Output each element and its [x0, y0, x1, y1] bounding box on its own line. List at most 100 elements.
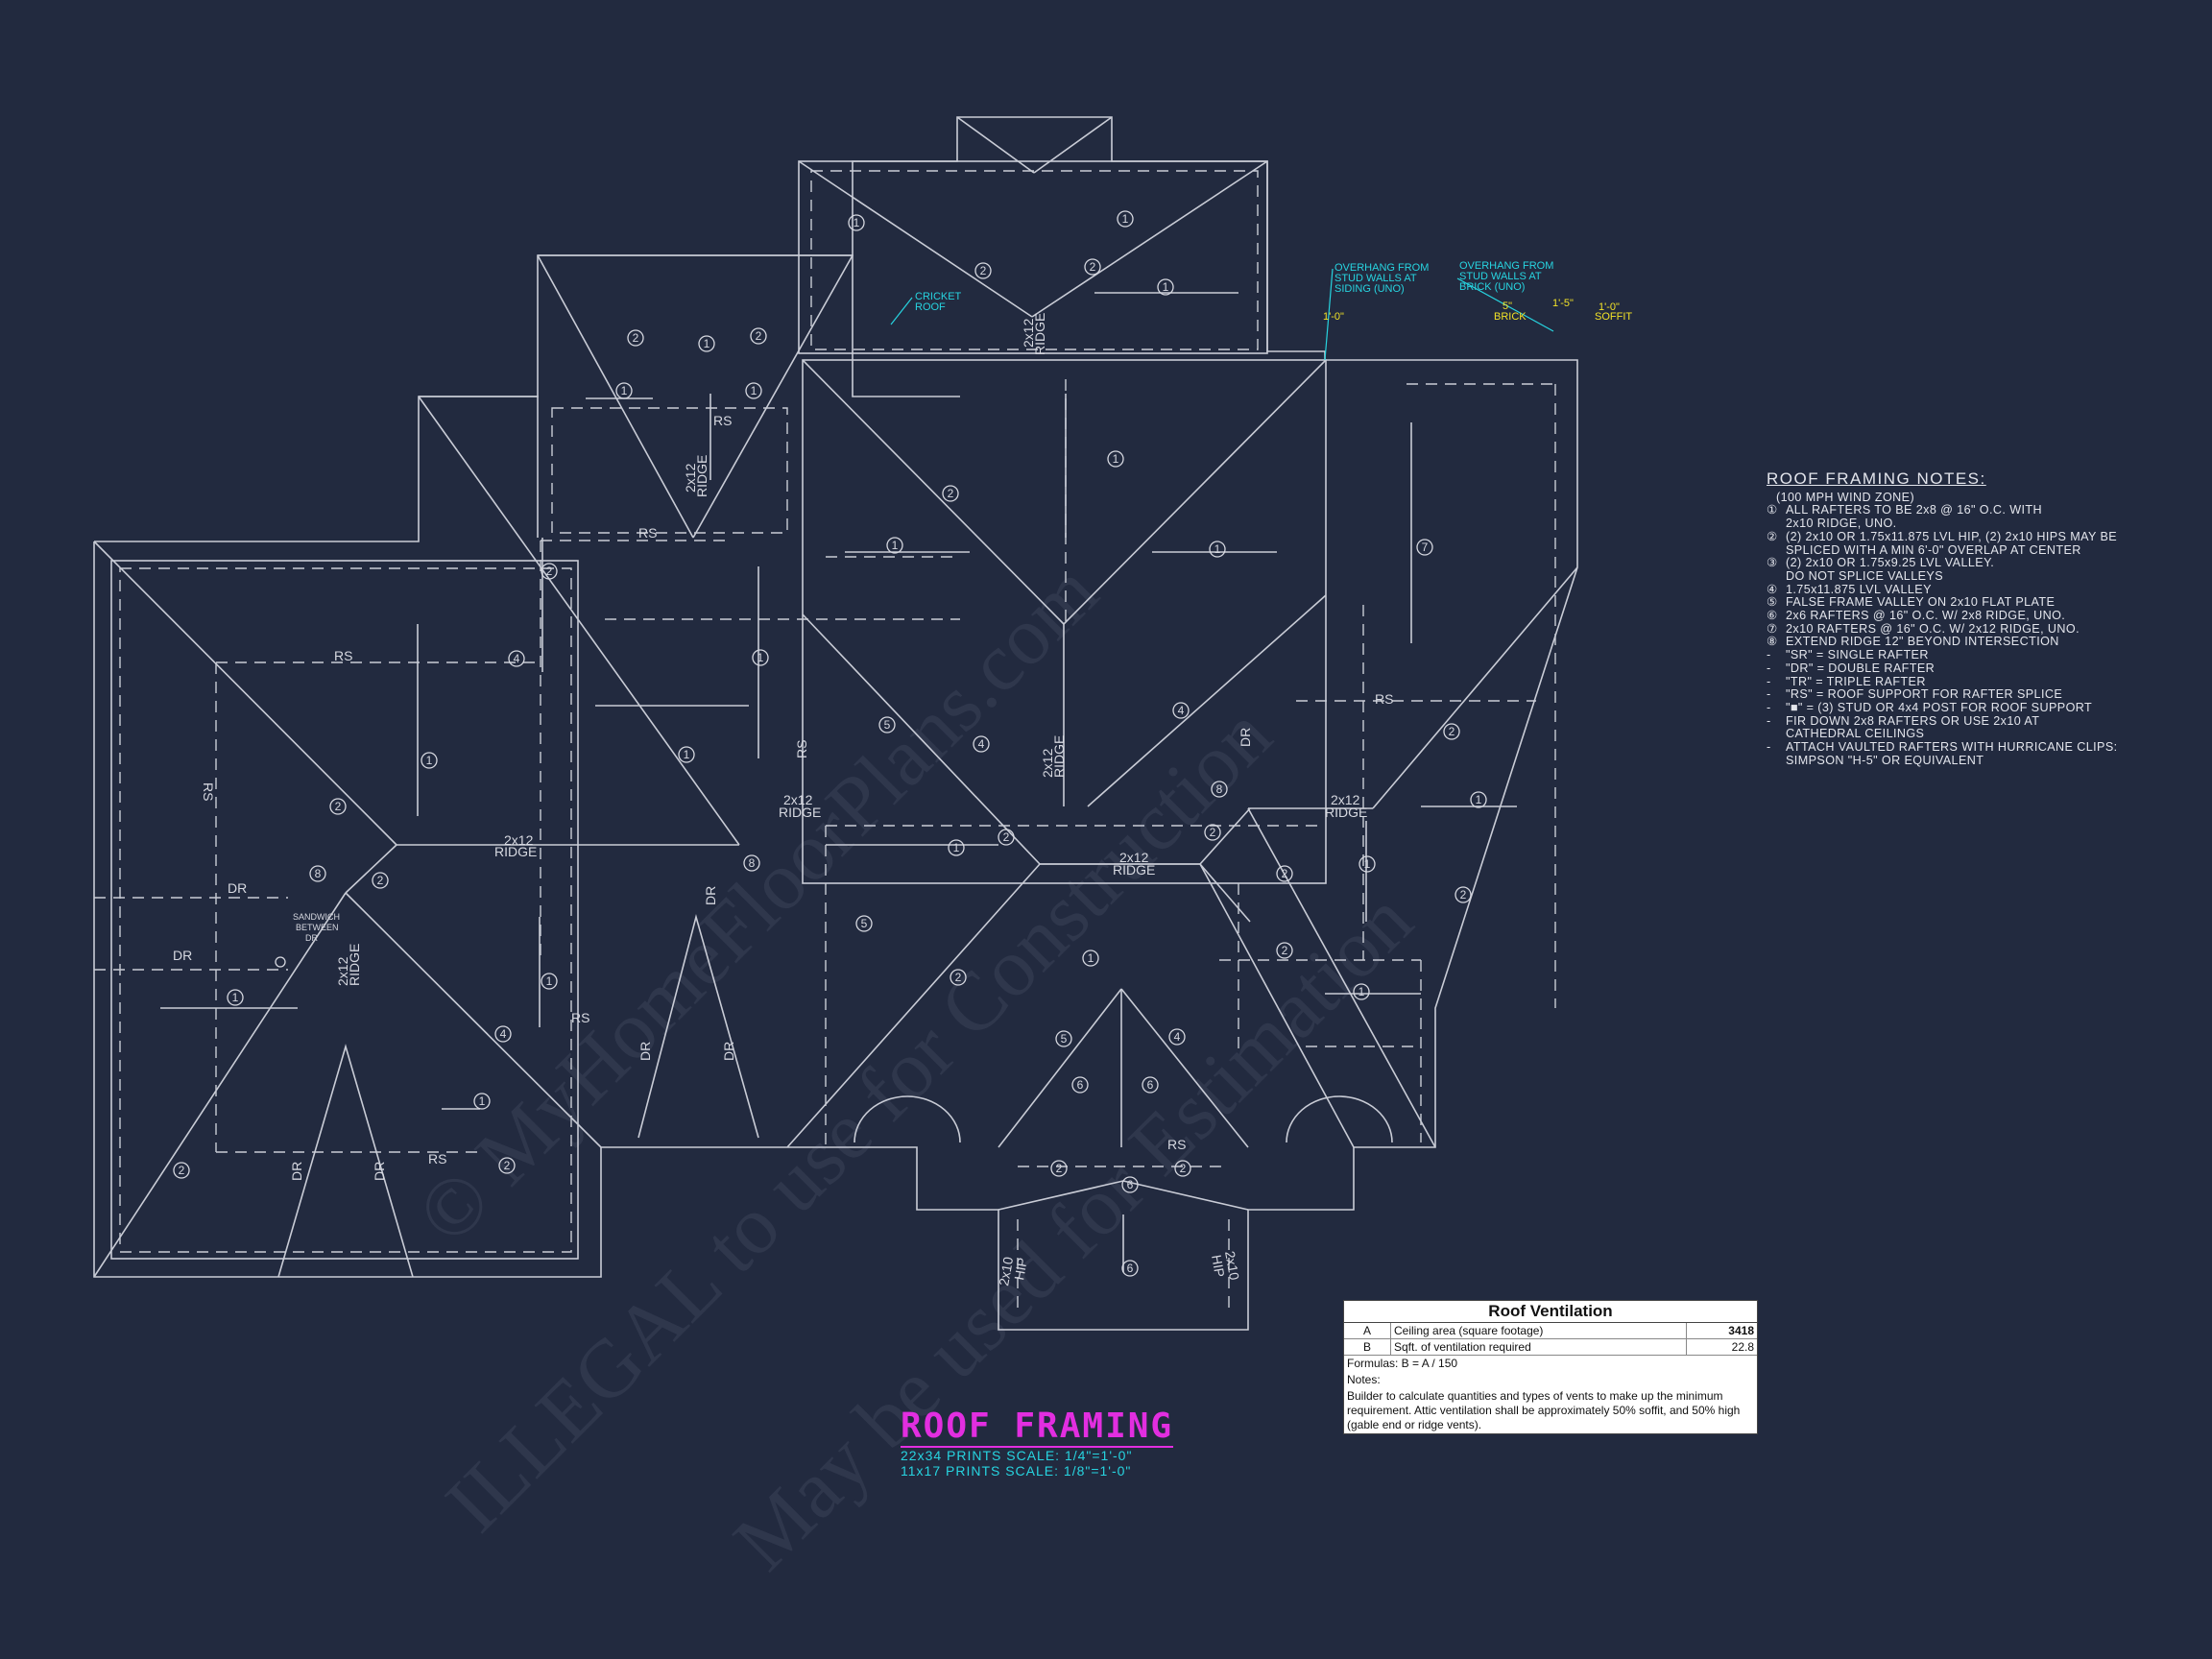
- svg-text:1: 1: [751, 384, 757, 397]
- svg-text:1: 1: [621, 384, 628, 397]
- svg-text:1: 1: [1214, 542, 1221, 556]
- svg-text:8: 8: [1216, 782, 1223, 796]
- drawing-title-block: ROOF FRAMING 22x34 PRINTS SCALE: 1/4"=1'…: [901, 1407, 1174, 1479]
- svg-text:2: 2: [546, 565, 553, 578]
- overhang-siding-3: SIDING (UNO): [1334, 283, 1405, 295]
- ridge-label: RIDGE: [347, 944, 362, 986]
- row-label: Ceiling area (square footage): [1391, 1323, 1687, 1338]
- callout-12: 1: [1107, 450, 1124, 468]
- arched-openings: [854, 1095, 1393, 1143]
- svg-text:2: 2: [1056, 1162, 1063, 1175]
- note-key: ①: [1767, 503, 1778, 517]
- wall-lines: [94, 170, 1556, 1315]
- rafter-arrows: [160, 292, 1517, 1272]
- overhang-siding-1: OVERHANG FROM: [1334, 262, 1429, 274]
- note-key: -: [1767, 740, 1771, 755]
- callout-31: 8: [743, 854, 760, 872]
- svg-text:1: 1: [1113, 452, 1119, 466]
- svg-text:2: 2: [1449, 725, 1455, 738]
- note-line: SPLICED WITH A MIN 6'-0" OVERLAP AT CENT…: [1767, 542, 2151, 558]
- callout-35: 1: [1358, 855, 1376, 873]
- svg-text:2: 2: [1282, 867, 1288, 880]
- ridge-label: RIDGE: [694, 455, 709, 497]
- note-text: 2x6 RAFTERS @ 16" O.C. W/ 2x8 RIDGE, UNO…: [1786, 609, 2066, 623]
- callout-49: 1: [473, 1093, 491, 1110]
- note-key: [1767, 544, 1786, 558]
- dr-label: DR: [228, 880, 247, 896]
- note-key: ⑤: [1767, 595, 1778, 610]
- note-text: FALSE FRAME VALLEY ON 2x10 FLAT PLATE: [1786, 595, 2056, 610]
- note-key: -: [1767, 661, 1771, 675]
- svg-text:2: 2: [1282, 944, 1288, 957]
- drawing-title: ROOF FRAMING: [901, 1407, 1174, 1448]
- callout-33: 2: [372, 872, 389, 889]
- callout-47: 6: [1071, 1076, 1089, 1094]
- callout-51: 2: [1174, 1160, 1191, 1177]
- hip-size-label: 2x10: [996, 1256, 1016, 1287]
- note-key: ②: [1767, 529, 1778, 543]
- row-value: 3418: [1728, 1324, 1754, 1337]
- callout-2: 1: [1117, 210, 1134, 228]
- callout-36: 2: [1455, 886, 1472, 903]
- svg-text:6: 6: [1077, 1078, 1084, 1092]
- note-key: [1767, 728, 1786, 741]
- callout-39: 1: [1082, 950, 1099, 967]
- overhang-brick-3: BRICK (UNO): [1459, 281, 1525, 293]
- note-text: "RS" = ROOF SUPPORT FOR RAFTER SPLICE: [1786, 687, 2063, 702]
- ridge-size-label: 2x12: [783, 792, 813, 807]
- note-key: ④: [1767, 582, 1778, 596]
- svg-text:4: 4: [500, 1027, 507, 1041]
- svg-text:1: 1: [757, 651, 764, 664]
- dr-label: DR: [173, 948, 192, 963]
- rs-label: RS: [428, 1151, 446, 1166]
- dim-siding: 1'-0": [1323, 311, 1344, 323]
- row-value: 22.8: [1731, 1340, 1754, 1354]
- sandwich-note-3: DR: [305, 933, 318, 943]
- note-text: SPLICED WITH A MIN 6'-0" OVERLAP AT CENT…: [1786, 542, 2081, 557]
- row-label: Sqft. of ventilation required: [1391, 1339, 1687, 1355]
- note-text: "DR" = DOUBLE RAFTER: [1786, 661, 1936, 675]
- note-key: -: [1767, 674, 1771, 688]
- hip-size-label: 2x10: [1222, 1250, 1242, 1282]
- svg-text:4: 4: [1174, 1030, 1181, 1044]
- overhang-siding-2: STUD WALLS AT: [1334, 273, 1417, 284]
- svg-text:1: 1: [1163, 280, 1169, 294]
- callout-23: 4: [973, 735, 990, 753]
- ventilation-formulas: Formulas: B = A / 150: [1347, 1357, 1458, 1370]
- cricket-note-2: ROOF: [915, 301, 946, 313]
- hip-label: HIP: [1209, 1254, 1228, 1279]
- callout-50: 2: [1050, 1160, 1068, 1177]
- roof-ventilation-table: Roof Ventilation A Ceiling area (square …: [1343, 1300, 1758, 1434]
- dr-label: DR: [721, 1042, 736, 1061]
- note-line: ③ (2) 2x10 OR 1.75x9.25 LVL VALLEY.: [1767, 557, 2151, 570]
- callout-37: 5: [855, 915, 873, 932]
- note-line: DO NOT SPLICE VALLEYS: [1767, 569, 2151, 584]
- note-key: ③: [1767, 556, 1778, 570]
- svg-text:1: 1: [546, 974, 553, 988]
- scale-11x17: 11x17 PRINTS SCALE: 1/8"=1'-0": [901, 1463, 1132, 1479]
- callout-40: 2: [1276, 942, 1293, 959]
- note-text: (2) 2x10 OR 1.75x9.25 LVL VALLEY.: [1786, 556, 1995, 570]
- callout-48: 6: [1142, 1076, 1159, 1094]
- svg-text:1: 1: [892, 539, 899, 552]
- svg-text:2: 2: [1210, 826, 1216, 839]
- callout-18: 1: [752, 649, 769, 666]
- note-line: -"■" = (3) STUD OR 4x4 POST FOR ROOF SUP…: [1767, 701, 2151, 715]
- ridge-label: RIDGE: [494, 844, 537, 859]
- svg-text:2: 2: [955, 971, 962, 984]
- callout-32: 8: [309, 865, 326, 882]
- svg-text:2: 2: [504, 1159, 511, 1172]
- sandwich-note-2: BETWEEN: [296, 923, 339, 932]
- rs-label: RS: [571, 1010, 589, 1025]
- callout-25: 2: [1443, 723, 1460, 740]
- note-key: ⑥: [1767, 609, 1778, 623]
- annotations: SANDWICH BETWEEN DR CRICKET ROOF OVERHAN…: [275, 260, 1632, 968]
- rs-label: RS: [1375, 691, 1393, 707]
- callout-21: 2: [329, 798, 347, 815]
- svg-text:1: 1: [1088, 951, 1094, 965]
- rs-label: RS: [1167, 1137, 1186, 1152]
- svg-text:6: 6: [1127, 1262, 1134, 1275]
